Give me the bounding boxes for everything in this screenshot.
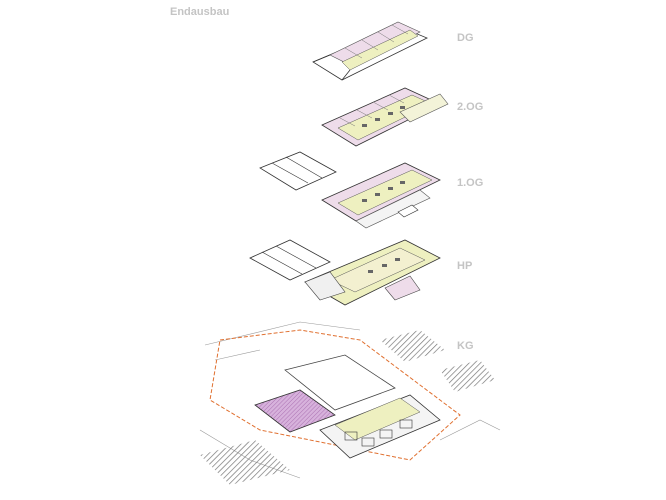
floor-2og <box>321 87 449 147</box>
floor-1og <box>259 151 441 229</box>
drawing-title: Endausbau <box>170 6 230 18</box>
level-label-2og: 2.OG <box>457 101 484 113</box>
floor-hp <box>249 239 441 306</box>
floor-dg <box>312 21 428 81</box>
level-label-1og: 1.OG <box>457 177 484 189</box>
level-label-hp: HP <box>457 260 473 272</box>
floor-kg-site <box>199 321 501 485</box>
level-label-kg: KG <box>457 340 474 352</box>
level-label-dg: DG <box>457 32 474 44</box>
